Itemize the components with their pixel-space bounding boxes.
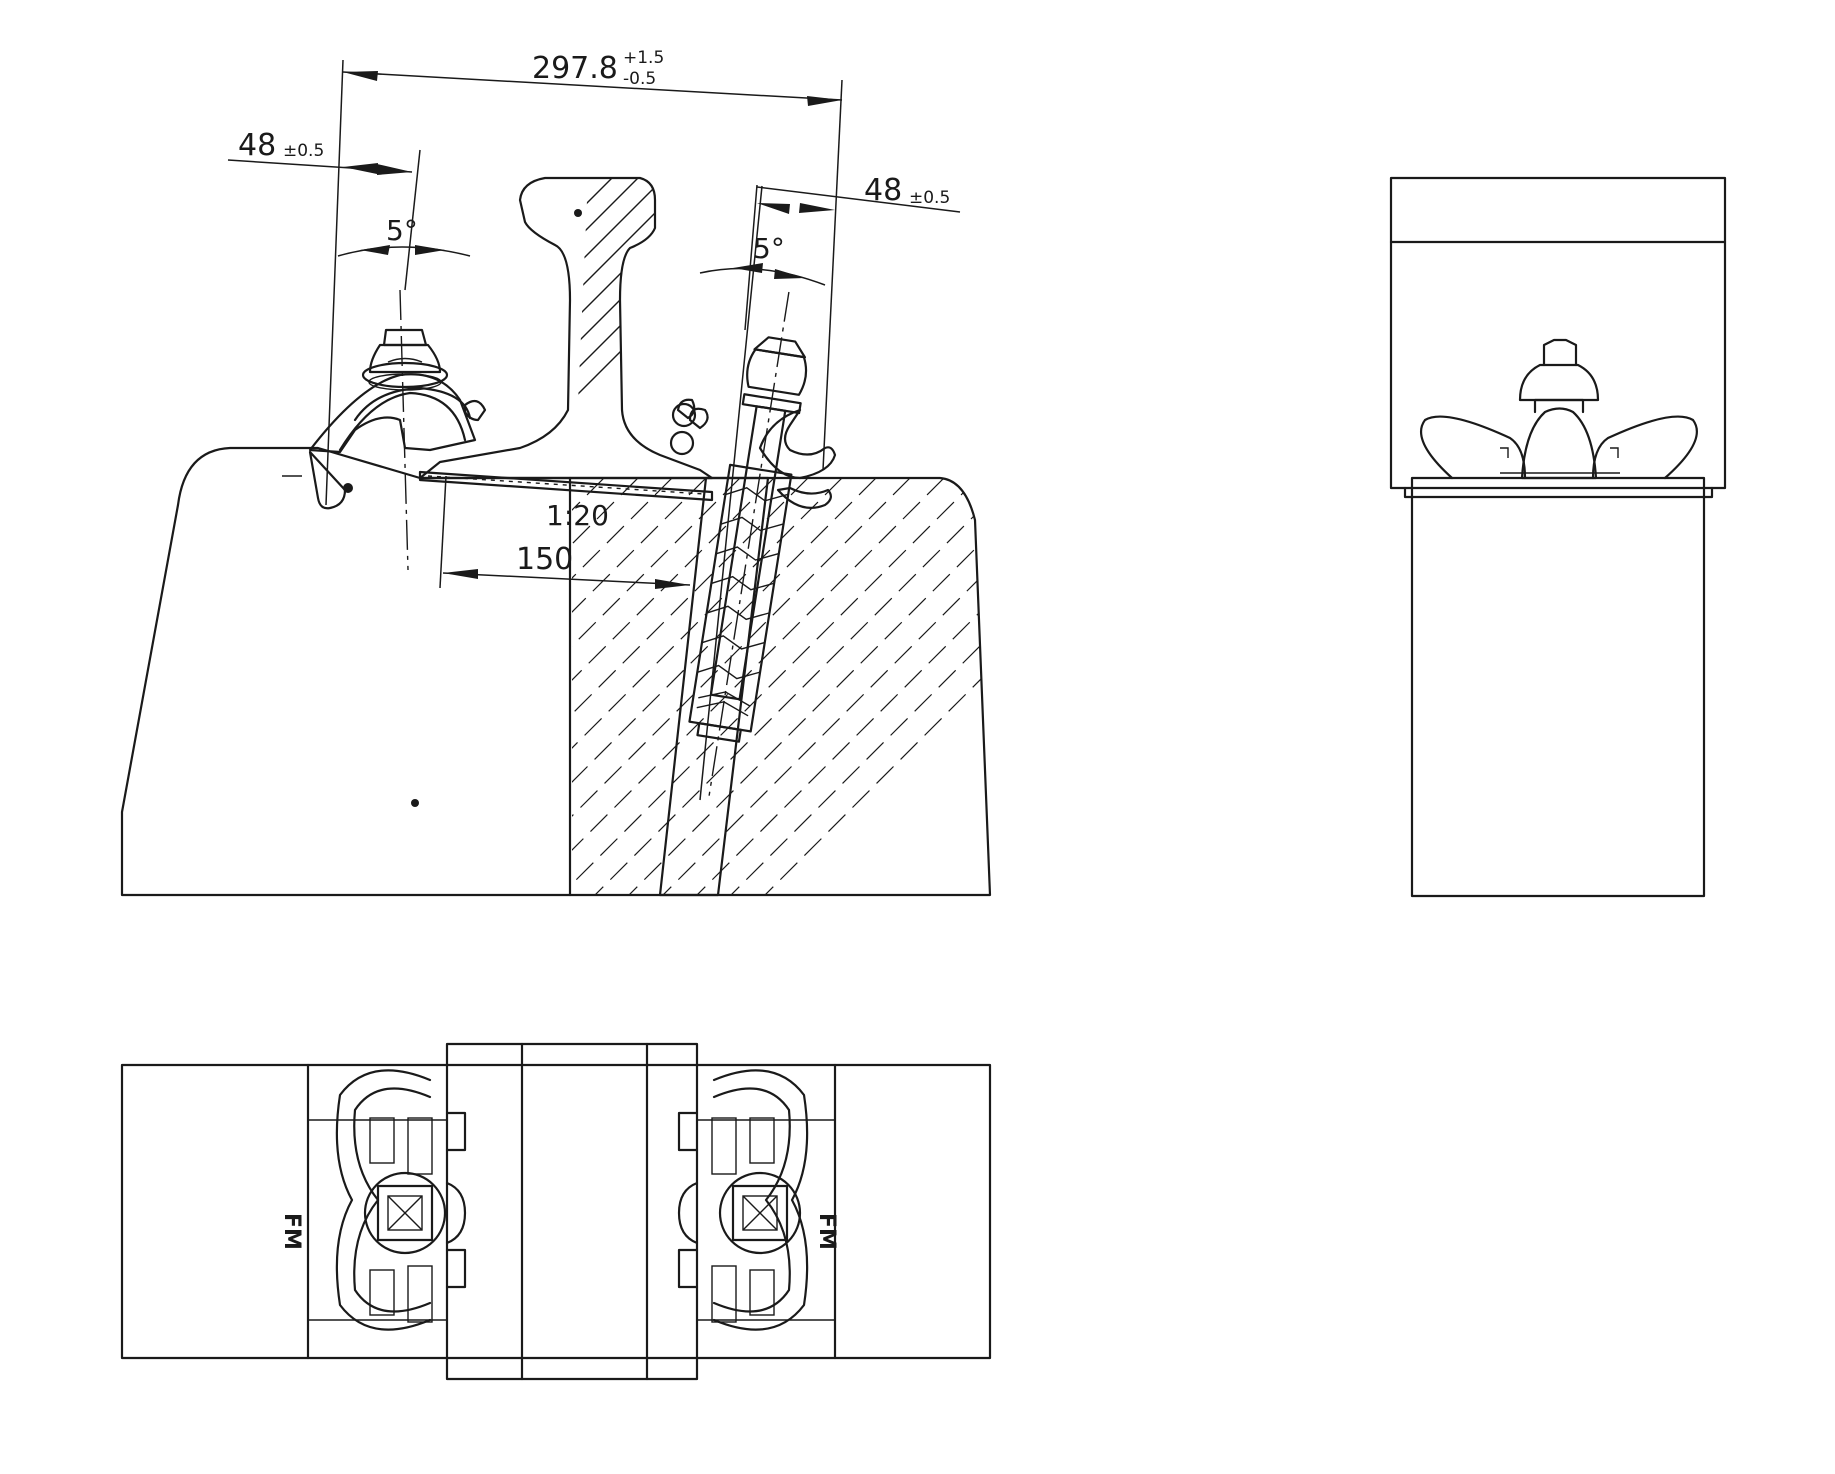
sleeper-outline <box>120 446 992 897</box>
hatch-line <box>572 478 639 895</box>
hatch-line <box>0 478 400 898</box>
hatch-line <box>591 478 990 895</box>
rail-hatch-line <box>575 178 665 470</box>
hatch-line <box>150 478 570 898</box>
dim-overall-value: 297.8 <box>532 51 618 86</box>
rail-hatch-line <box>575 178 587 470</box>
dim-dowel-distance-value: 150 <box>516 542 573 577</box>
sleeper-center-mark <box>411 799 419 807</box>
dim-right-offset-tol: ±0.5 <box>909 188 950 208</box>
hatch-line <box>14 478 434 898</box>
side-view-rail-block <box>1389 176 1727 490</box>
hatch-line <box>693 478 990 895</box>
hatch-line <box>572 478 741 895</box>
right-rail-clip <box>669 291 837 796</box>
angle-right: 5° <box>699 185 826 801</box>
dim-left-offset: 48 ±0.5 <box>227 128 421 291</box>
dowel-channel <box>658 476 770 897</box>
left-rail-clip <box>308 289 487 571</box>
rail-hatch-line <box>575 178 639 470</box>
hatch-line <box>572 478 605 895</box>
hatch-line <box>761 478 990 895</box>
dim-overall-tol-lower: -0.5 <box>623 69 656 89</box>
plan-right-bolt <box>718 1171 802 1255</box>
rail-hatch-line <box>575 178 700 470</box>
plan-right-fm-label: FM <box>814 1213 839 1250</box>
dim-left-offset-value: 48 <box>238 128 276 163</box>
dim-overall: 297.8 +1.5 -0.5 <box>325 48 843 506</box>
plan-right-fastening: FM <box>677 1069 839 1331</box>
rail-hatch-line <box>575 178 700 470</box>
hatch-line <box>572 478 945 895</box>
hatch-line <box>625 478 990 895</box>
plan-left-fm-label: FM <box>279 1213 304 1250</box>
rail-hatch-line <box>575 178 700 470</box>
plan-left-fastening: FM <box>279 1069 467 1331</box>
side-view-clip <box>1420 338 1698 480</box>
side-view <box>1389 176 1727 898</box>
hatch-line <box>572 478 809 895</box>
hatch-line <box>116 478 536 898</box>
hatch-line <box>572 478 979 895</box>
rail-hatch-line <box>575 178 691 470</box>
dim-left-offset-tol: ±0.5 <box>283 141 324 161</box>
plan-left-bolt <box>363 1171 447 1255</box>
side-view-sleeper <box>1410 476 1706 898</box>
sleeper-section-hatch <box>0 478 990 898</box>
plan-sleeper <box>120 1063 992 1360</box>
hatch-line <box>48 478 468 898</box>
angle-left: 5° <box>337 214 471 257</box>
dim-right-offset: 48 ±0.5 <box>744 173 961 331</box>
dim-dowel-distance: 150 <box>439 475 691 589</box>
plan-rail <box>445 1042 699 1381</box>
hatch-line <box>572 478 707 895</box>
section-view: 297.8 +1.5 -0.5 48 ±0.5 48 ±0.5 5 <box>0 48 992 898</box>
dim-right-offset-value: 48 <box>864 173 902 208</box>
rail-pad <box>418 470 714 502</box>
hatch-line <box>572 478 673 895</box>
rail-cant-label: 1:20 <box>546 499 609 532</box>
plan-view: FM FM <box>120 1042 992 1381</box>
hatch-line <box>659 478 990 895</box>
dim-overall-tol-upper: +1.5 <box>623 48 664 68</box>
angle-left-value: 5° <box>386 214 418 247</box>
hatch-line <box>727 478 990 895</box>
angle-right-value: 5° <box>753 232 785 265</box>
rail-hatch-line <box>575 178 700 470</box>
rail-profile <box>418 176 714 480</box>
hatch-line <box>572 478 843 895</box>
